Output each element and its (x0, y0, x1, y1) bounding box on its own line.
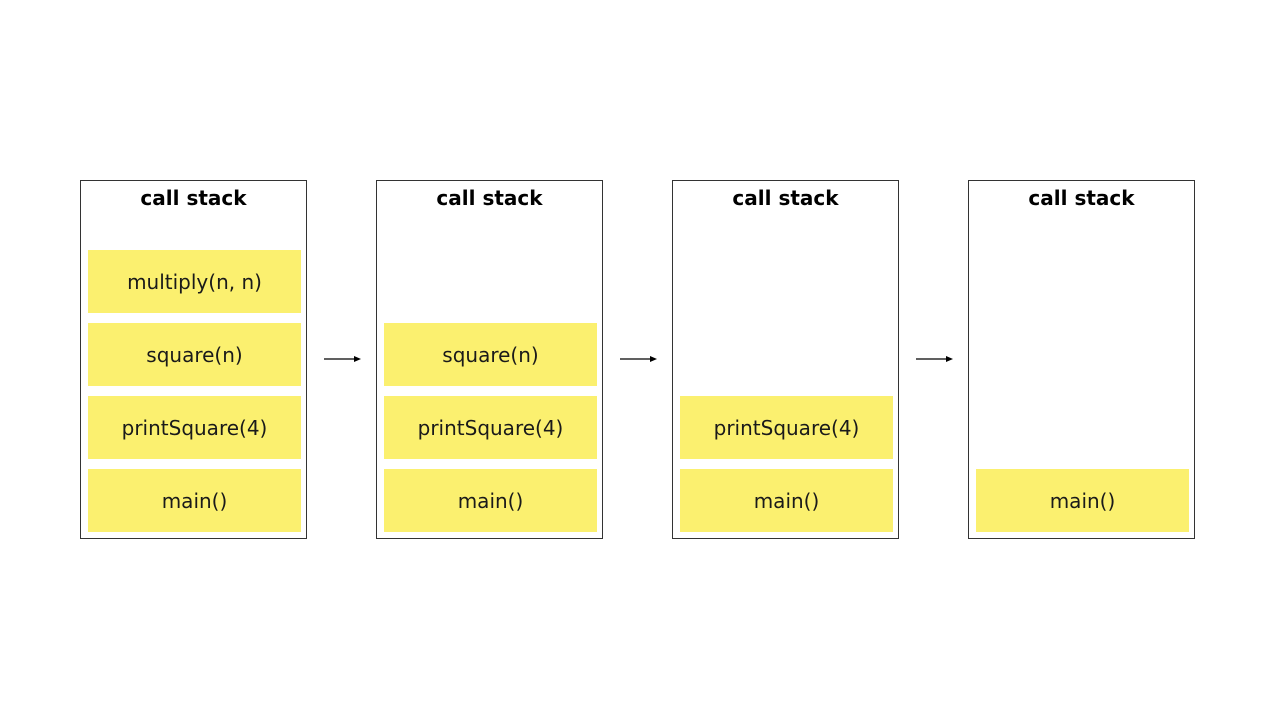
call-stack-panel-3: call stack printSquare(4) main() (672, 180, 899, 539)
transition-arrow-1 (324, 356, 362, 362)
stack-frame-multiply: multiply(n, n) (88, 250, 301, 313)
stack-frame-square: square(n) (384, 323, 597, 386)
arrow-right-icon (620, 356, 657, 362)
call-stack-title: call stack (140, 186, 247, 210)
call-stack-panel-2: call stack square(n) printSquare(4) main… (376, 180, 603, 539)
stack-frame-printsquare: printSquare(4) (384, 396, 597, 459)
call-stack-panel-4: call stack main() (968, 180, 1195, 539)
arrow-right-icon (324, 356, 361, 362)
call-stack-title: call stack (732, 186, 839, 210)
call-stack-panel-1: call stack multiply(n, n) square(n) prin… (80, 180, 307, 539)
stack-frame-square: square(n) (88, 323, 301, 386)
stack-frame-main: main() (976, 469, 1189, 532)
call-stack-title: call stack (436, 186, 543, 210)
stack-frame-main: main() (680, 469, 893, 532)
transition-arrow-3 (916, 356, 954, 362)
transition-arrow-2 (620, 356, 658, 362)
arrow-right-icon (916, 356, 953, 362)
stack-frame-main: main() (88, 469, 301, 532)
stack-frame-printsquare: printSquare(4) (88, 396, 301, 459)
stack-frame-main: main() (384, 469, 597, 532)
stack-frame-printsquare: printSquare(4) (680, 396, 893, 459)
call-stack-title: call stack (1028, 186, 1135, 210)
